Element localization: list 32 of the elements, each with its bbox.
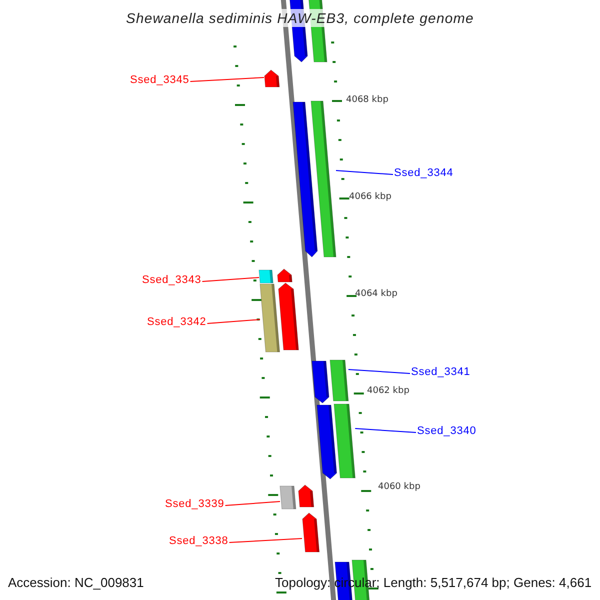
leader-line: [202, 277, 260, 282]
gene-feature-drawing: [260, 283, 299, 352]
gene-feature-drawing: [259, 269, 292, 283]
leader-line: [228, 538, 302, 543]
gene-feature-drawing: [280, 485, 314, 509]
leader-line: [206, 319, 260, 324]
scale-label: 4064 kbp: [355, 289, 398, 300]
gene-feature-drawing: [264, 70, 280, 87]
gene-label: Ssed_3343: [142, 274, 202, 287]
scale-label: 4060 kbp: [378, 482, 420, 493]
scale-label: 4062 kbp: [367, 386, 410, 397]
gene-feature-drawing: [302, 513, 320, 552]
leader-line: [190, 77, 264, 82]
diagram-title: Shewanella sediminis HAW-EB3, complete genome: [126, 9, 474, 27]
gene-label: Ssed_3342: [147, 316, 206, 329]
footer-text: Topology: circular; Length: 5,517,674 bp; Genes: 4,661: [275, 575, 592, 590]
gene-label: Ssed_3344: [394, 167, 454, 180]
gene-feature-drawing: [312, 360, 348, 403]
gene-label: Ssed_3339: [165, 498, 224, 511]
leader-line: [224, 501, 280, 506]
footer-text: Accession: NC_009831: [8, 575, 144, 590]
gene-label: Ssed_3345: [130, 74, 190, 87]
gene-label: Ssed_3340: [417, 425, 476, 438]
gene-label: Ssed_3338: [169, 535, 228, 548]
gene-feature-drawing: [293, 101, 336, 257]
gene-label: Ssed_3341: [411, 366, 470, 379]
scale-label: 4068 kbp: [346, 95, 388, 106]
scale-label: 4066 kbp: [349, 192, 392, 203]
leader-line: [336, 170, 394, 175]
leader-line: [348, 369, 410, 374]
gene-feature-drawing: [317, 404, 356, 479]
leader-line: [354, 428, 416, 433]
